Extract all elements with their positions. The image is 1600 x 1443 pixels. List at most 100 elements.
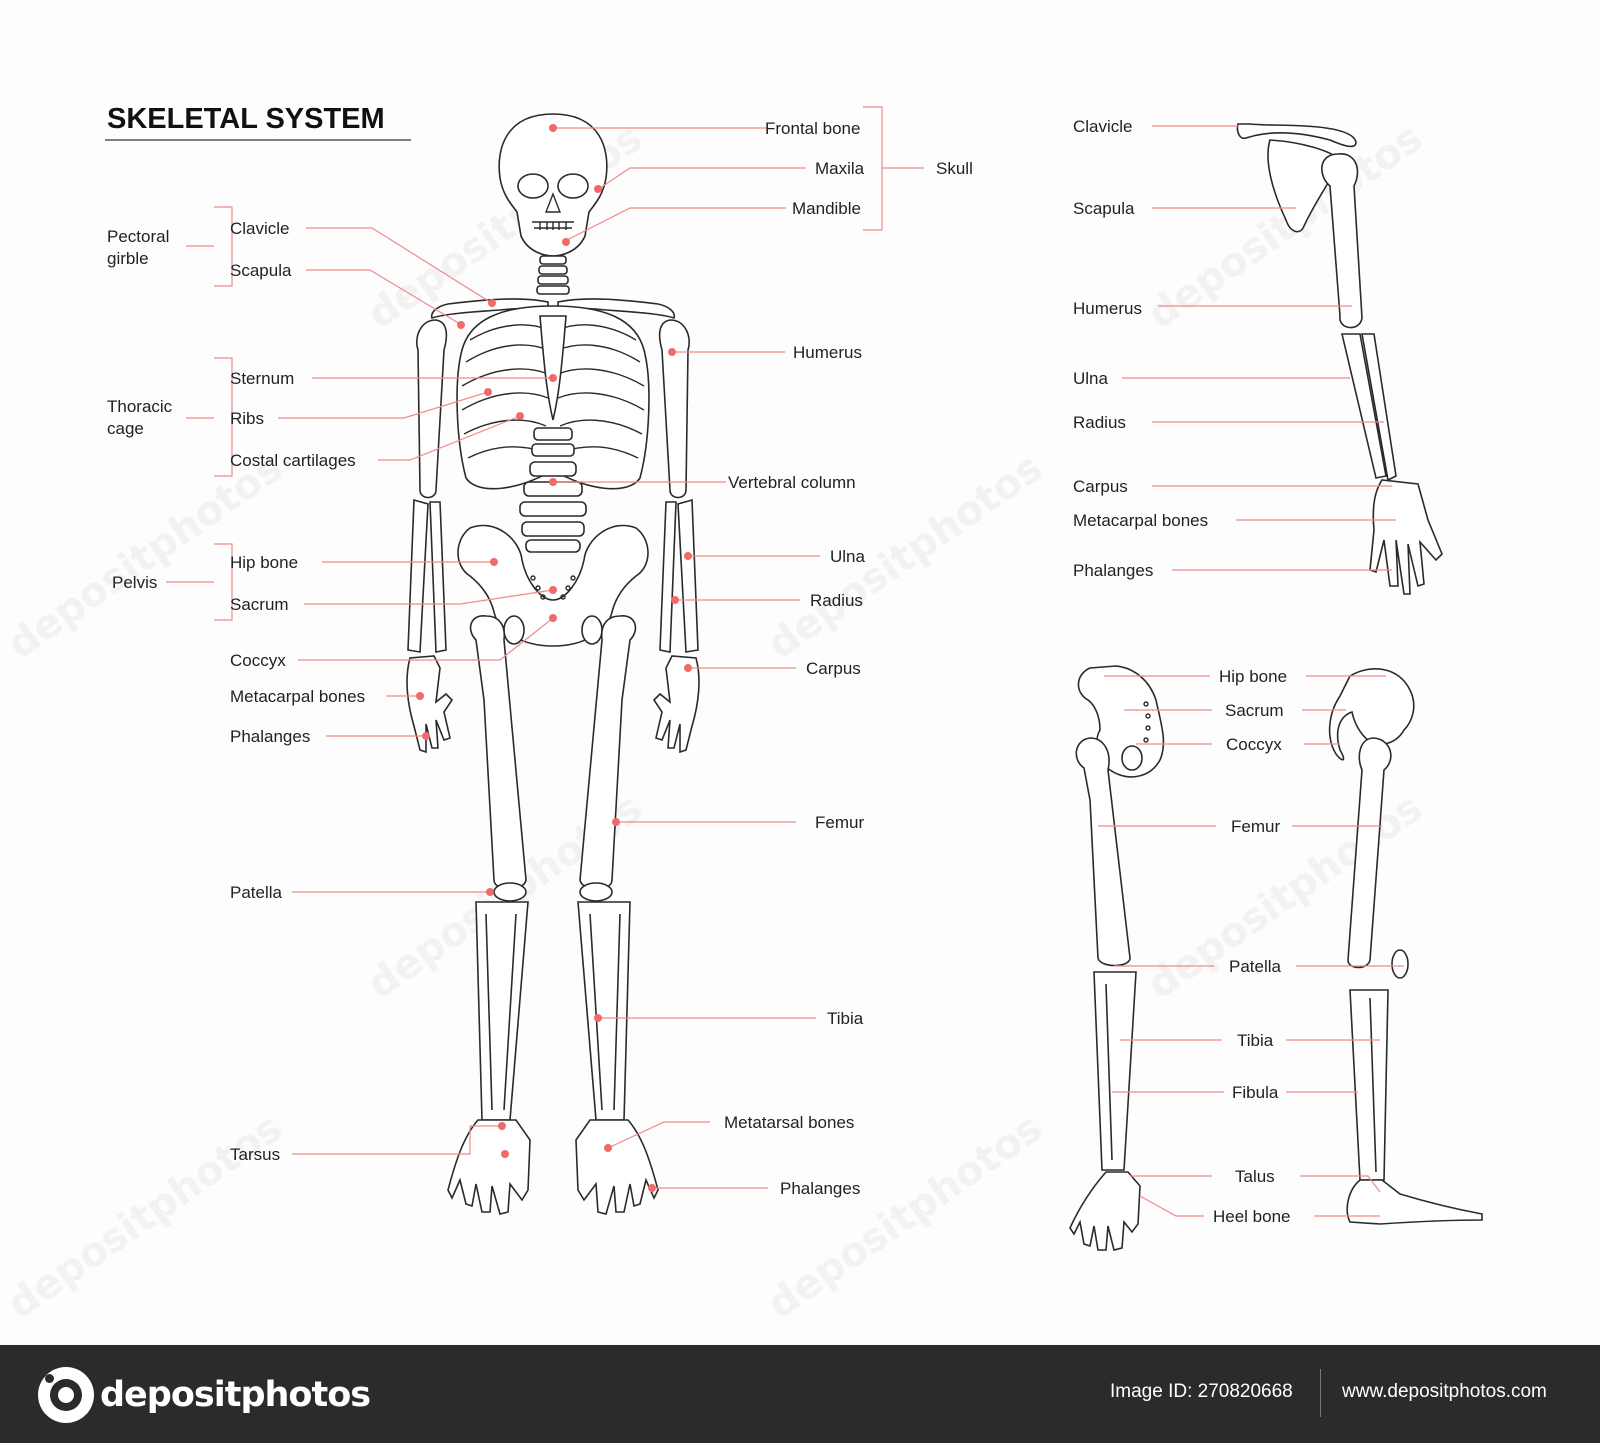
nasal-cavity: [544, 192, 562, 213]
footer-bar: depositphotos Image ID: 270820668 www.de…: [0, 1345, 1600, 1443]
arm-label-clavicle: Clavicle: [1073, 117, 1133, 136]
arm-humerus: [1321, 153, 1363, 329]
leg-front-tibia: [1093, 971, 1137, 1171]
watermark-text: depositphotos: [759, 1105, 1050, 1328]
arm-view: [1236, 123, 1443, 595]
label-radius: Radius: [810, 591, 863, 610]
right-forearm: [659, 498, 699, 653]
group-thoracic-line2: cage: [107, 419, 144, 438]
leg-label-tibia: Tibia: [1237, 1031, 1274, 1050]
leg-front-femur: [1075, 737, 1131, 967]
site-url[interactable]: www.depositphotos.com: [1342, 1381, 1547, 1402]
watermark-text: depositphotos: [1139, 785, 1430, 1008]
arm-leaders: [1122, 125, 1396, 571]
arm-label-radius: Radius: [1073, 413, 1126, 432]
lumbar-vertebra: [533, 427, 573, 441]
watermark-text: depositphotos: [0, 1105, 291, 1328]
obturator-left: [503, 615, 525, 645]
label-metatarsal-bones: Metatarsal bones: [724, 1113, 854, 1132]
arm-label-ulna: Ulna: [1073, 369, 1109, 388]
right-femur: [579, 615, 637, 890]
leg-label-heel-bone: Heel bone: [1213, 1207, 1291, 1226]
label-scapula: Scapula: [230, 261, 292, 280]
lumbar-vertebra: [529, 461, 577, 477]
cervical-vertebra: [538, 265, 568, 275]
leg-leaders: [1098, 675, 1404, 1217]
label-ulna: Ulna: [830, 547, 866, 566]
right-foot: [575, 1119, 659, 1215]
arm-label-phalanges: Phalanges: [1073, 561, 1153, 580]
right-orbit: [557, 173, 589, 199]
leg-label-femur: Femur: [1231, 817, 1280, 836]
watermarks: depositphotos depositphotos depositphoto…: [0, 115, 1431, 1328]
label-coccyx: Coccyx: [230, 651, 286, 670]
arm-clavicle: [1236, 123, 1357, 148]
leg-label-coccyx: Coccyx: [1226, 735, 1282, 754]
group-pectoral-line2: girble: [107, 249, 149, 268]
label-vertebral-column: Vertebral column: [728, 473, 856, 492]
label-phalanges-hand: Phalanges: [230, 727, 310, 746]
label-maxila: Maxila: [815, 159, 865, 178]
lumbar-vertebra: [519, 501, 587, 517]
label-clavicle: Clavicle: [230, 219, 290, 238]
right-lower-leg: [577, 901, 631, 1121]
group-thoracic-line1: Thoracic: [107, 397, 173, 416]
sternum: [539, 315, 567, 421]
group-pectoral-line1: Pectoral: [107, 227, 169, 246]
leg-side-patella: [1391, 949, 1409, 979]
label-ribs: Ribs: [230, 409, 264, 428]
label-skull: Skull: [936, 159, 973, 178]
label-femur: Femur: [815, 813, 864, 832]
front-leaders: [166, 106, 924, 1192]
right-hand: [652, 655, 700, 754]
label-sacrum: Sacrum: [230, 595, 289, 614]
arm-ulna: [1340, 333, 1387, 479]
right-patella: [579, 882, 613, 902]
label-mandible: Mandible: [792, 199, 861, 218]
left-lower-leg: [475, 901, 529, 1121]
brand-logo[interactable]: depositphotos: [38, 1365, 371, 1425]
leg-side-hip: [1328, 668, 1415, 761]
leg-side-lower-leg: [1349, 989, 1389, 1181]
arm-label-metacarpal-bones: Metacarpal bones: [1073, 511, 1208, 530]
left-forearm: [407, 498, 447, 653]
lumbar-vertebra: [531, 443, 575, 457]
left-hand: [406, 655, 454, 754]
left-foot: [447, 1119, 531, 1215]
left-orbit: [517, 173, 549, 199]
group-pelvis: Pelvis: [112, 573, 157, 592]
leg-label-talus: Talus: [1235, 1167, 1275, 1186]
left-patella: [493, 882, 527, 902]
leg-side-femur: [1347, 737, 1392, 969]
label-tibia: Tibia: [827, 1009, 864, 1028]
leg-front-foot: [1069, 1171, 1141, 1251]
front-skeleton: [406, 113, 700, 1215]
label-phalanges-foot: Phalanges: [780, 1179, 860, 1198]
cervical-vertebra: [537, 275, 569, 285]
ribs: [461, 324, 645, 459]
lumbar-vertebra: [521, 521, 585, 537]
front-labels: Frontal bone Maxila Mandible Skull Humer…: [107, 119, 973, 1198]
arm-label-humerus: Humerus: [1073, 299, 1142, 318]
teeth: [532, 221, 574, 230]
diagram-canvas: depositphotos depositphotos depositphoto…: [0, 103, 1483, 1329]
leg-view-side: [1328, 668, 1483, 1225]
leg-front-obturator: [1121, 745, 1143, 771]
leg-labels: Hip bone Sacrum Coccyx Femur Patella Tib…: [1213, 667, 1291, 1226]
cervical-vertebra: [539, 255, 567, 265]
left-humerus: [416, 319, 448, 499]
label-humerus: Humerus: [793, 343, 862, 362]
arm-label-carpus: Carpus: [1073, 477, 1128, 496]
obturator-right: [581, 615, 603, 645]
right-humerus: [658, 319, 690, 499]
leg-label-patella: Patella: [1229, 957, 1282, 976]
leg-label-fibula: Fibula: [1232, 1083, 1279, 1102]
arm-radius: [1361, 333, 1397, 482]
lumbar-vertebra: [525, 539, 581, 553]
leg-label-sacrum: Sacrum: [1225, 701, 1284, 720]
leg-side-foot: [1346, 1179, 1483, 1225]
arm-labels: Clavicle Scapula Humerus Ulna Radius Car…: [1073, 117, 1208, 580]
label-hip-bone: Hip bone: [230, 553, 298, 572]
label-carpus: Carpus: [806, 659, 861, 678]
arm-label-scapula: Scapula: [1073, 199, 1135, 218]
